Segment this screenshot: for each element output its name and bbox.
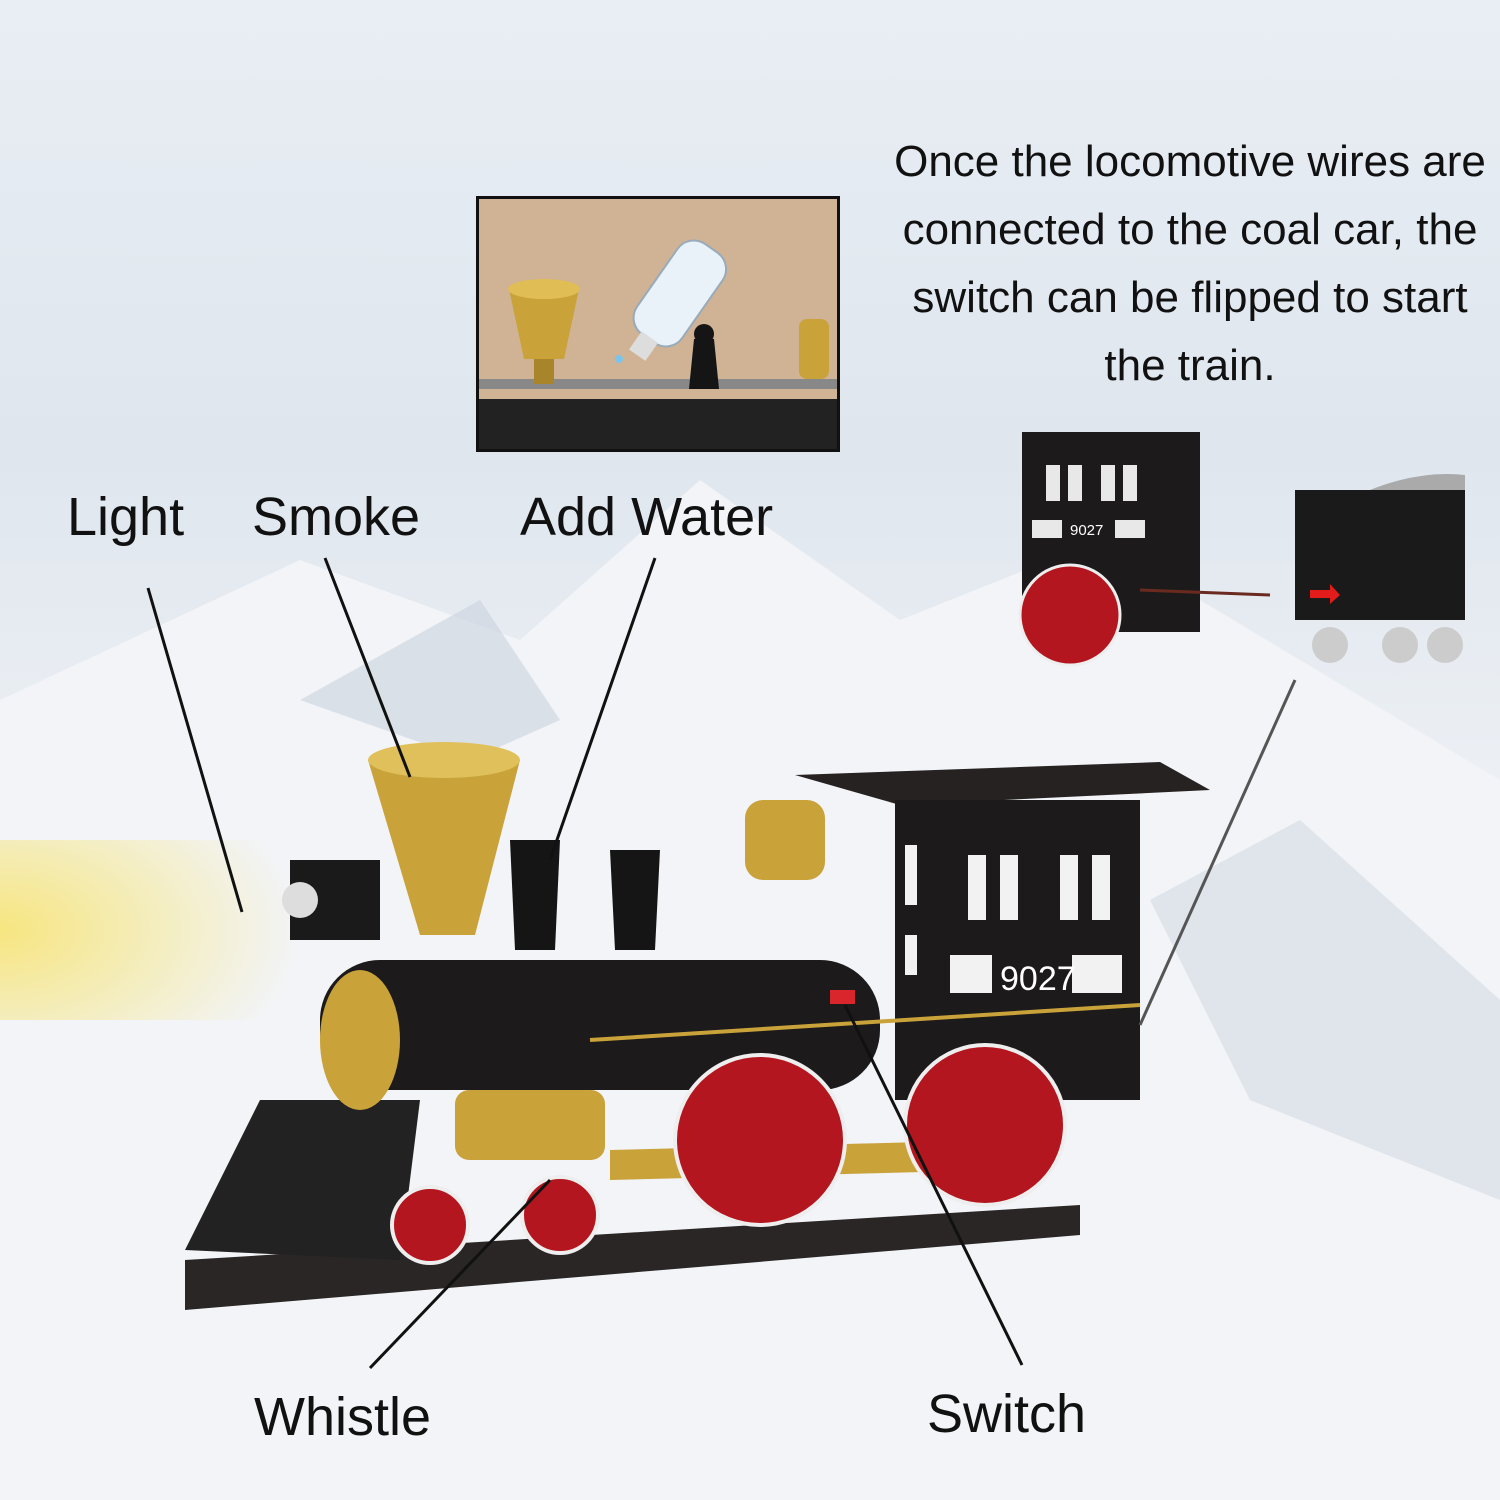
instruction-text: Once the locomotive wires are connected …	[894, 137, 1486, 390]
label-whistle: Whistle	[254, 1387, 432, 1447]
arrow-icon	[1310, 584, 1340, 604]
cab-number: 9027	[1070, 522, 1103, 539]
label-add-water: Add Water	[520, 487, 774, 547]
label-switch: Switch	[927, 1384, 1087, 1444]
locomotive-number: 9027	[1000, 960, 1076, 998]
power-switch[interactable]	[830, 990, 855, 1004]
water-bottle	[629, 239, 728, 361]
label-smoke: Smoke	[252, 487, 421, 547]
label-light: Light	[67, 487, 185, 547]
add-water-inset	[476, 196, 840, 452]
